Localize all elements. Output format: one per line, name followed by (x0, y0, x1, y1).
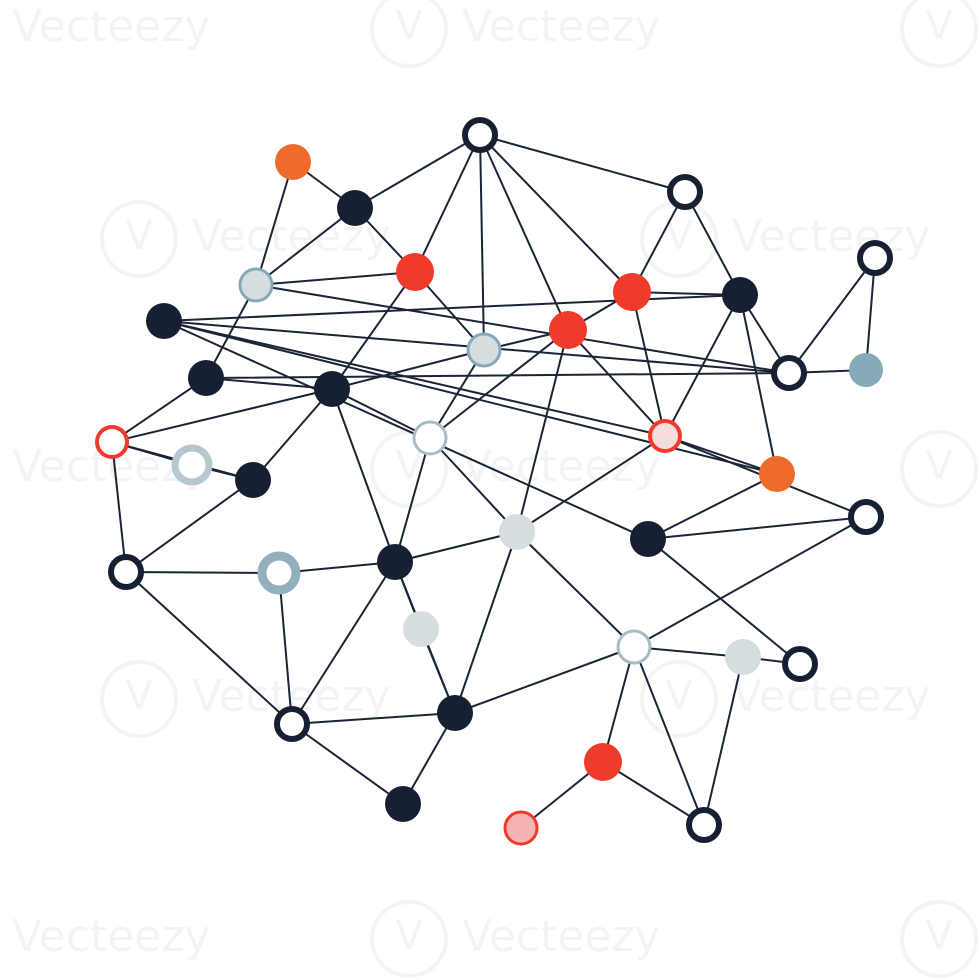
edge-n1-n7 (414, 134, 481, 273)
node-n7 (396, 253, 434, 291)
edge-n23-n28 (647, 516, 867, 540)
node-n18 (412, 420, 448, 456)
edge-n24-n27 (394, 531, 518, 563)
edge-n7-n15 (331, 271, 416, 390)
node-n14 (188, 360, 224, 396)
edge-n2-n6 (255, 161, 294, 286)
node-n25 (108, 554, 144, 590)
node-n6 (238, 267, 274, 303)
node-n16 (146, 303, 182, 339)
node-n32 (274, 706, 310, 742)
node-n1 (462, 117, 498, 153)
edge-n35-n37 (602, 761, 705, 826)
edge-n6-n11 (255, 284, 790, 374)
edge-n1-n4 (479, 134, 686, 193)
edge-n15-n27 (331, 388, 396, 563)
edge-n21-n25 (125, 479, 254, 573)
edge-n5-n13 (865, 257, 876, 371)
node-n15 (314, 371, 350, 407)
edge-n28-n33 (647, 538, 801, 665)
edge-n6-n7 (255, 271, 416, 286)
edge-n16-n28 (163, 320, 649, 540)
edge-n24-n30 (516, 531, 635, 648)
edge-n5-n11 (788, 257, 876, 374)
edge-n17-n25 (111, 441, 127, 573)
node-n11 (771, 355, 807, 391)
node-n10 (722, 277, 758, 313)
node-n9 (613, 273, 651, 311)
edge-n9-n19 (631, 291, 666, 437)
node-n38 (385, 786, 421, 822)
node-n29 (403, 611, 439, 647)
edge-n1-n9 (479, 134, 633, 293)
node-n35 (584, 743, 622, 781)
edge-n8-n18 (429, 329, 569, 439)
edge-n12-n15 (331, 349, 485, 390)
node-n30 (616, 629, 652, 665)
node-n12 (466, 332, 502, 368)
node-n23 (848, 499, 884, 535)
node-n33 (782, 646, 818, 682)
node-n21 (235, 462, 271, 498)
edge-n19-n22 (664, 435, 778, 475)
node-n19 (648, 419, 682, 453)
edge-n8-n24 (516, 329, 569, 533)
edge-n27-n32 (291, 561, 396, 725)
edge-n4-n10 (684, 191, 741, 296)
node-n24 (499, 514, 535, 550)
edge-n1-n12 (479, 134, 485, 351)
edge-n10-n22 (739, 294, 778, 475)
edge-n30-n31 (633, 646, 744, 658)
edge-n1-n3 (354, 134, 481, 209)
node-layer (95, 117, 893, 846)
edge-n24-n34 (454, 531, 518, 714)
edge-n14-n17 (111, 377, 207, 443)
edge-layer (111, 134, 876, 829)
node-n8 (549, 311, 587, 349)
edge-n30-n34 (454, 646, 635, 714)
node-n2 (275, 144, 311, 180)
node-n36 (503, 810, 539, 846)
node-n27 (377, 544, 413, 580)
edge-n22-n28 (647, 473, 778, 540)
node-n3 (337, 190, 373, 226)
edge-n31-n37 (703, 656, 744, 826)
edge-n15-n18 (331, 388, 431, 439)
edge-n18-n24 (429, 437, 518, 533)
node-n26 (257, 551, 301, 595)
edge-n30-n35 (602, 646, 635, 763)
edge-n25-n26 (125, 571, 280, 574)
edge-n3-n6 (255, 207, 356, 286)
node-n28 (630, 521, 666, 557)
edge-n26-n32 (278, 572, 293, 725)
edge-n23-n30 (633, 516, 867, 648)
node-n31 (725, 639, 761, 675)
node-n13 (849, 353, 883, 387)
edge-n8-n19 (567, 329, 666, 437)
edge-n25-n32 (125, 571, 293, 725)
node-n17 (95, 425, 129, 459)
edge-n1-n8 (479, 134, 569, 331)
edge-n19-n24 (516, 435, 666, 533)
edge-n18-n27 (394, 437, 431, 563)
edge-n30-n37 (633, 646, 705, 826)
edge-n15-n21 (252, 388, 333, 481)
node-n22 (759, 456, 795, 492)
edge-n16-n19 (163, 320, 666, 437)
node-n4 (667, 174, 703, 210)
node-n34 (437, 695, 473, 731)
node-n20 (171, 444, 213, 486)
edge-n32-n38 (291, 723, 404, 805)
node-n5 (857, 240, 893, 276)
edge-n32-n34 (291, 712, 456, 725)
edge-n15-n17 (111, 388, 333, 443)
edge-n11-n14 (205, 372, 790, 379)
node-n37 (686, 807, 722, 843)
